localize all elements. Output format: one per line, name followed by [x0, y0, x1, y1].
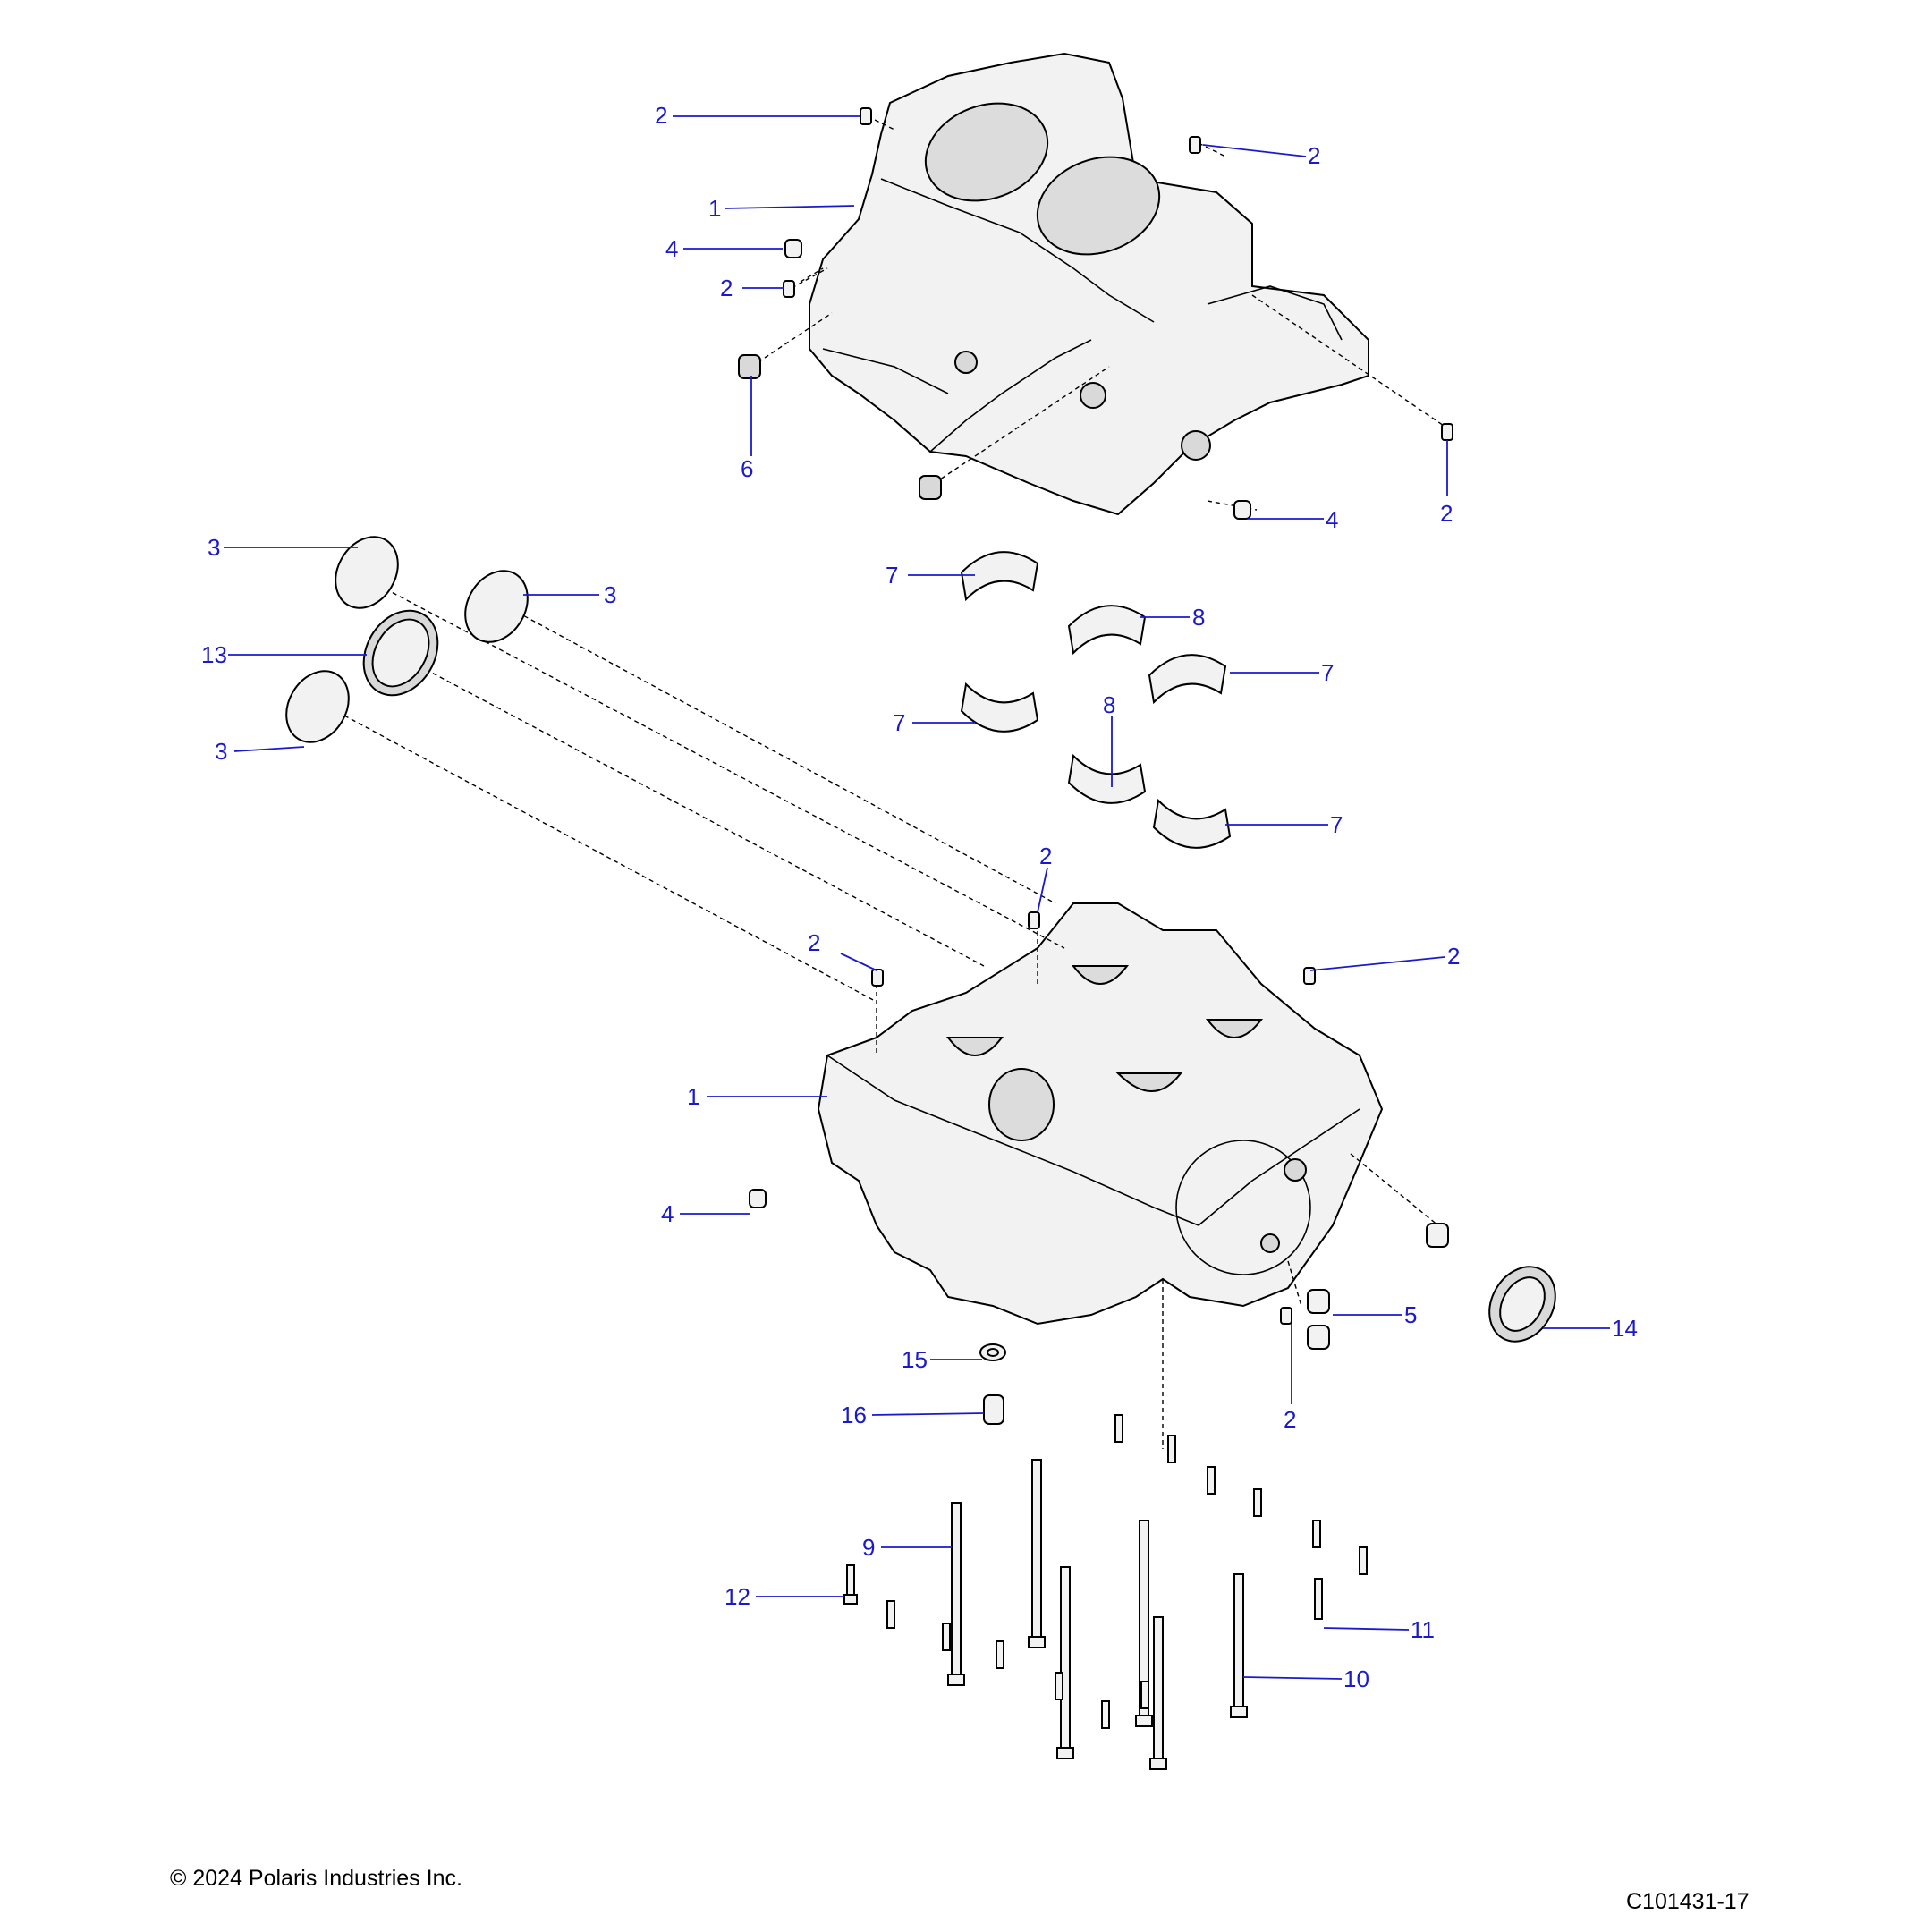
leader-lines — [224, 115, 1610, 1680]
dowel-pin — [1441, 423, 1453, 441]
callout-2: 2 — [720, 275, 733, 301]
callout-13: 13 — [201, 641, 227, 668]
bolt-9 — [951, 1502, 962, 1678]
callout-15: 15 — [902, 1346, 928, 1373]
figure-id: C101431-17 — [1626, 1889, 1750, 1914]
callout-3: 3 — [208, 534, 220, 561]
plug-6 — [919, 475, 942, 500]
lower-small-parts — [979, 1266, 1556, 1425]
cap-3 — [335, 536, 399, 609]
callout-9: 9 — [862, 1534, 875, 1561]
callout-11: 11 — [1411, 1616, 1435, 1643]
callout-5: 5 — [1404, 1301, 1417, 1328]
dowel-pin — [1189, 136, 1201, 154]
copyright-notice: © 2024 Polaris Industries Inc. — [170, 1866, 462, 1891]
dowel-pin — [783, 280, 795, 298]
callout-3: 3 — [215, 738, 227, 765]
bushing-5 — [1426, 1223, 1449, 1248]
callout-7: 7 — [1330, 811, 1343, 838]
bearing-7 — [1148, 654, 1227, 705]
bolt-long — [1031, 1459, 1042, 1640]
callout-2: 2 — [1308, 142, 1320, 169]
dowel-pin — [860, 107, 872, 125]
callout-1: 1 — [708, 195, 721, 222]
bolt-10 — [1233, 1573, 1244, 1709]
bushing — [1233, 500, 1251, 520]
bearing-8 — [1067, 605, 1147, 656]
lower-crankcase — [817, 902, 1384, 1326]
callout-2: 2 — [1440, 500, 1453, 527]
callout-7: 7 — [886, 562, 898, 589]
bearing-8 — [1067, 753, 1147, 804]
callout-4: 4 — [1326, 506, 1338, 533]
plug-6 — [738, 354, 761, 379]
seals-left — [285, 536, 529, 743]
dowel-pin — [871, 969, 884, 987]
bearings — [960, 551, 1232, 849]
callout-16: 16 — [841, 1402, 867, 1428]
callout-8: 8 — [1103, 691, 1115, 718]
bolt-11 — [1314, 1578, 1323, 1620]
callout-8: 8 — [1192, 604, 1205, 631]
callout-2: 2 — [1447, 943, 1460, 970]
bearing-7 — [960, 682, 1039, 733]
callout-12: 12 — [724, 1583, 750, 1610]
callout-7: 7 — [893, 709, 905, 736]
bushings — [738, 239, 1449, 1350]
callout-4: 4 — [665, 235, 678, 262]
bolt-12 — [846, 1564, 855, 1597]
callout-3: 3 — [604, 581, 616, 608]
dowel-pins-top — [783, 107, 1453, 1325]
bushing-5 — [1307, 1289, 1330, 1314]
bearing-7 — [960, 551, 1039, 602]
bolt-long — [1060, 1566, 1071, 1751]
bushing — [784, 239, 802, 258]
callout-1: 1 — [687, 1083, 699, 1110]
cap-3 — [464, 570, 529, 643]
bolts — [843, 1414, 1368, 1770]
drain-plug-16 — [983, 1394, 1004, 1425]
callout-2: 2 — [1284, 1406, 1296, 1433]
callout-10: 10 — [1343, 1665, 1369, 1692]
dowel-pin — [1303, 967, 1316, 985]
cap-3 — [285, 670, 350, 743]
callout-7: 7 — [1321, 659, 1334, 686]
callout-2: 2 — [655, 102, 667, 129]
callout-2: 2 — [1039, 843, 1052, 869]
bushing — [749, 1189, 767, 1208]
upper-crankcase — [809, 52, 1369, 516]
bushing-5 — [1307, 1325, 1330, 1350]
dowel-pin — [1280, 1307, 1292, 1325]
callout-14: 14 — [1612, 1315, 1638, 1342]
bolt-long — [1153, 1616, 1164, 1761]
callout-labels: 2 2 1 4 2 6 4 2 3 3 13 3 7 8 7 7 8 7 2 2… — [201, 102, 1638, 1692]
callout-4: 4 — [661, 1200, 674, 1227]
dowel-pin — [1028, 911, 1040, 929]
bearing-7 — [1152, 798, 1232, 849]
callout-6: 6 — [741, 455, 753, 482]
callout-2: 2 — [808, 929, 820, 956]
